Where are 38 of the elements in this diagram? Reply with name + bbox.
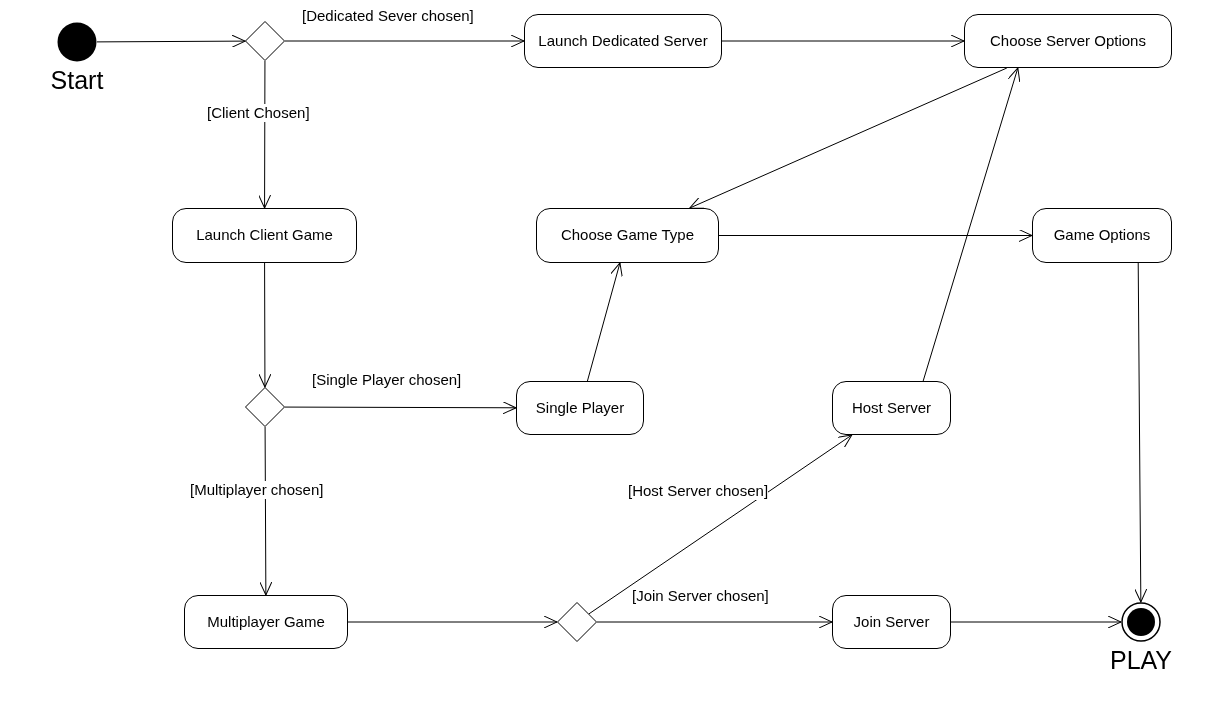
arrow: [586, 262, 623, 382]
initial-node: [57, 22, 97, 62]
activity-box: Host Server: [832, 381, 951, 435]
arrow: [258, 262, 272, 388]
guard-label: [Host Server chosen]: [628, 482, 769, 500]
guard-label: [Client Chosen]: [207, 104, 310, 122]
activity-box: Launch Client Game: [172, 208, 357, 263]
arrow: [259, 426, 273, 596]
decision-diamond: [245, 21, 285, 61]
activity-box: Join Server: [832, 595, 951, 649]
arrow: [347, 615, 558, 629]
node-caption: Start: [50, 66, 104, 94]
arrow: [689, 67, 1008, 209]
arrow: [596, 615, 833, 629]
arrow: [284, 401, 517, 415]
arrow: [721, 34, 965, 48]
guard-label: [Join Server chosen]: [632, 587, 769, 605]
activity-box: Game Options: [1032, 208, 1172, 263]
decision-diamond: [557, 602, 597, 642]
activity-box: Choose Server Options: [964, 14, 1172, 68]
activity-box: Launch Dedicated Server: [524, 14, 722, 68]
arrow: [950, 615, 1122, 629]
arrow: [1134, 262, 1148, 603]
arrow: [258, 60, 272, 209]
guard-label: [Single Player chosen]: [312, 371, 462, 389]
arrow: [718, 229, 1033, 242]
activity-box: Choose Game Type: [536, 208, 719, 263]
final-node: [1121, 602, 1161, 642]
node-caption: PLAY: [1109, 646, 1173, 674]
arrow: [96, 34, 246, 48]
decision-diamond: [245, 387, 285, 427]
arrow: [922, 67, 1021, 382]
arrow: [588, 434, 853, 615]
arrow: [284, 34, 525, 48]
activity-box: Multiplayer Game: [184, 595, 348, 649]
guard-label: [Dedicated Sever chosen]: [302, 7, 474, 25]
guard-label: [Multiplayer chosen]: [190, 481, 324, 499]
activity-box: Single Player: [516, 381, 644, 435]
